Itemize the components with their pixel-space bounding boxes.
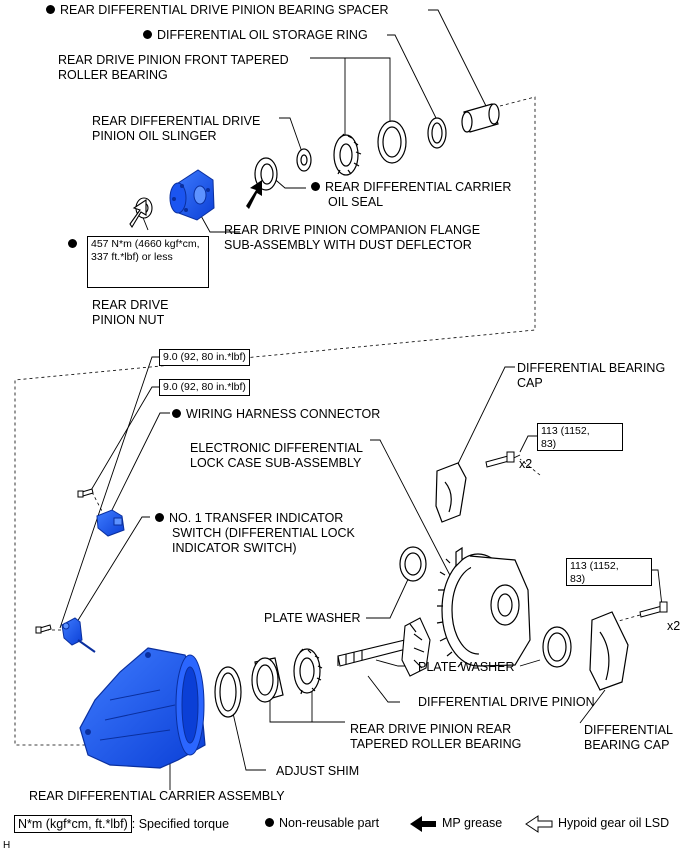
- cap-bottom-torque-box: 113 (1152,83): [566, 558, 652, 586]
- rear-bearing-cup: [251, 657, 284, 703]
- carrier-assembly-label: REAR DIFFERENTIAL CARRIER ASSEMBLY: [29, 789, 285, 803]
- legend-torque: N*m (kgf*cm, ft.*lbf): Specified torque: [14, 815, 229, 833]
- adjust-shim-label: ADJUST SHIM: [276, 764, 360, 778]
- x2-bottom-label: x2: [667, 619, 681, 633]
- bearing-cap-bottom: [589, 611, 629, 691]
- adjust-shim: [214, 666, 242, 718]
- non-reusable-dot-icon: [155, 513, 164, 522]
- drive-pinion: [337, 617, 431, 677]
- x2-top-label: x2: [519, 457, 533, 471]
- bolt-b: [35, 624, 52, 634]
- legend-hypoid: Hypoid gear oil LSD: [558, 816, 670, 830]
- figure-code: H: [3, 840, 11, 851]
- wiring-connector: [96, 509, 125, 537]
- bolt-top: [485, 451, 515, 468]
- lock-case: [436, 546, 531, 668]
- plate-washer-left-label: PLATE WASHER: [264, 611, 361, 625]
- carrier-housing: [79, 647, 206, 769]
- rear-bearing-cone: [293, 648, 323, 695]
- pinion-nut-torque-box: 457 N*m (4660 kgf*cm,337 ft.*lbf) or les…: [87, 236, 209, 288]
- front-tapered-bearing-cone: [333, 133, 362, 176]
- front-tapered-bearing-cup: [377, 120, 407, 164]
- hypoid-legend-arrow: [525, 815, 553, 833]
- cap-top-torque-box: 113 (1152,83): [537, 423, 623, 451]
- leader-lines: [59, 9, 663, 790]
- drive-pinion-label: DIFFERENTIAL DRIVE PINION: [418, 695, 595, 709]
- mp-grease-arrow: [246, 180, 262, 209]
- mp-grease-legend-arrow: [410, 816, 436, 832]
- plate-washer-right-label: PLATE WASHER: [418, 660, 515, 674]
- oil-slinger: [296, 148, 312, 172]
- transfer-switch: [61, 617, 96, 653]
- wiring-connector-label: WIRING HARNESS CONNECTOR: [172, 407, 380, 422]
- bearing-spacer: [461, 103, 500, 133]
- legend-torque-text: : Specified torque: [131, 817, 230, 831]
- non-reusable-dot-icon: [265, 818, 274, 827]
- spacer-label: REAR DIFFERENTIAL DRIVE PINION BEARING S…: [46, 3, 389, 18]
- legend-non-reusable: Non-reusable part: [265, 815, 379, 831]
- plate-washer-right: [542, 626, 572, 668]
- plate-washer-left: [399, 546, 427, 582]
- bolt-a: [77, 488, 94, 498]
- companion-flange: [169, 169, 215, 221]
- non-reusable-dot-icon: [68, 239, 77, 248]
- oil-storage-ring-label: DIFFERENTIAL OIL STORAGE RING: [143, 28, 368, 43]
- legend-mp-grease: MP grease: [442, 816, 503, 830]
- oil-storage-ring: [427, 117, 447, 149]
- hypoid-oil-arrow: [129, 198, 147, 229]
- bearing-cap-top: [435, 462, 467, 523]
- non-reusable-dot-icon: [311, 182, 320, 191]
- bolt-a-torque-box: 9.0 (92, 80 in.*lbf): [159, 349, 250, 366]
- legend-torque-box: N*m (kgf*cm, ft.*lbf): [14, 815, 132, 833]
- non-reusable-dot-icon: [143, 30, 152, 39]
- bolt-bottom: [639, 601, 668, 618]
- bolt-b-torque-box: 9.0 (92, 80 in.*lbf): [159, 379, 250, 396]
- non-reusable-dot-icon: [46, 5, 55, 14]
- non-reusable-dot-icon: [172, 409, 181, 418]
